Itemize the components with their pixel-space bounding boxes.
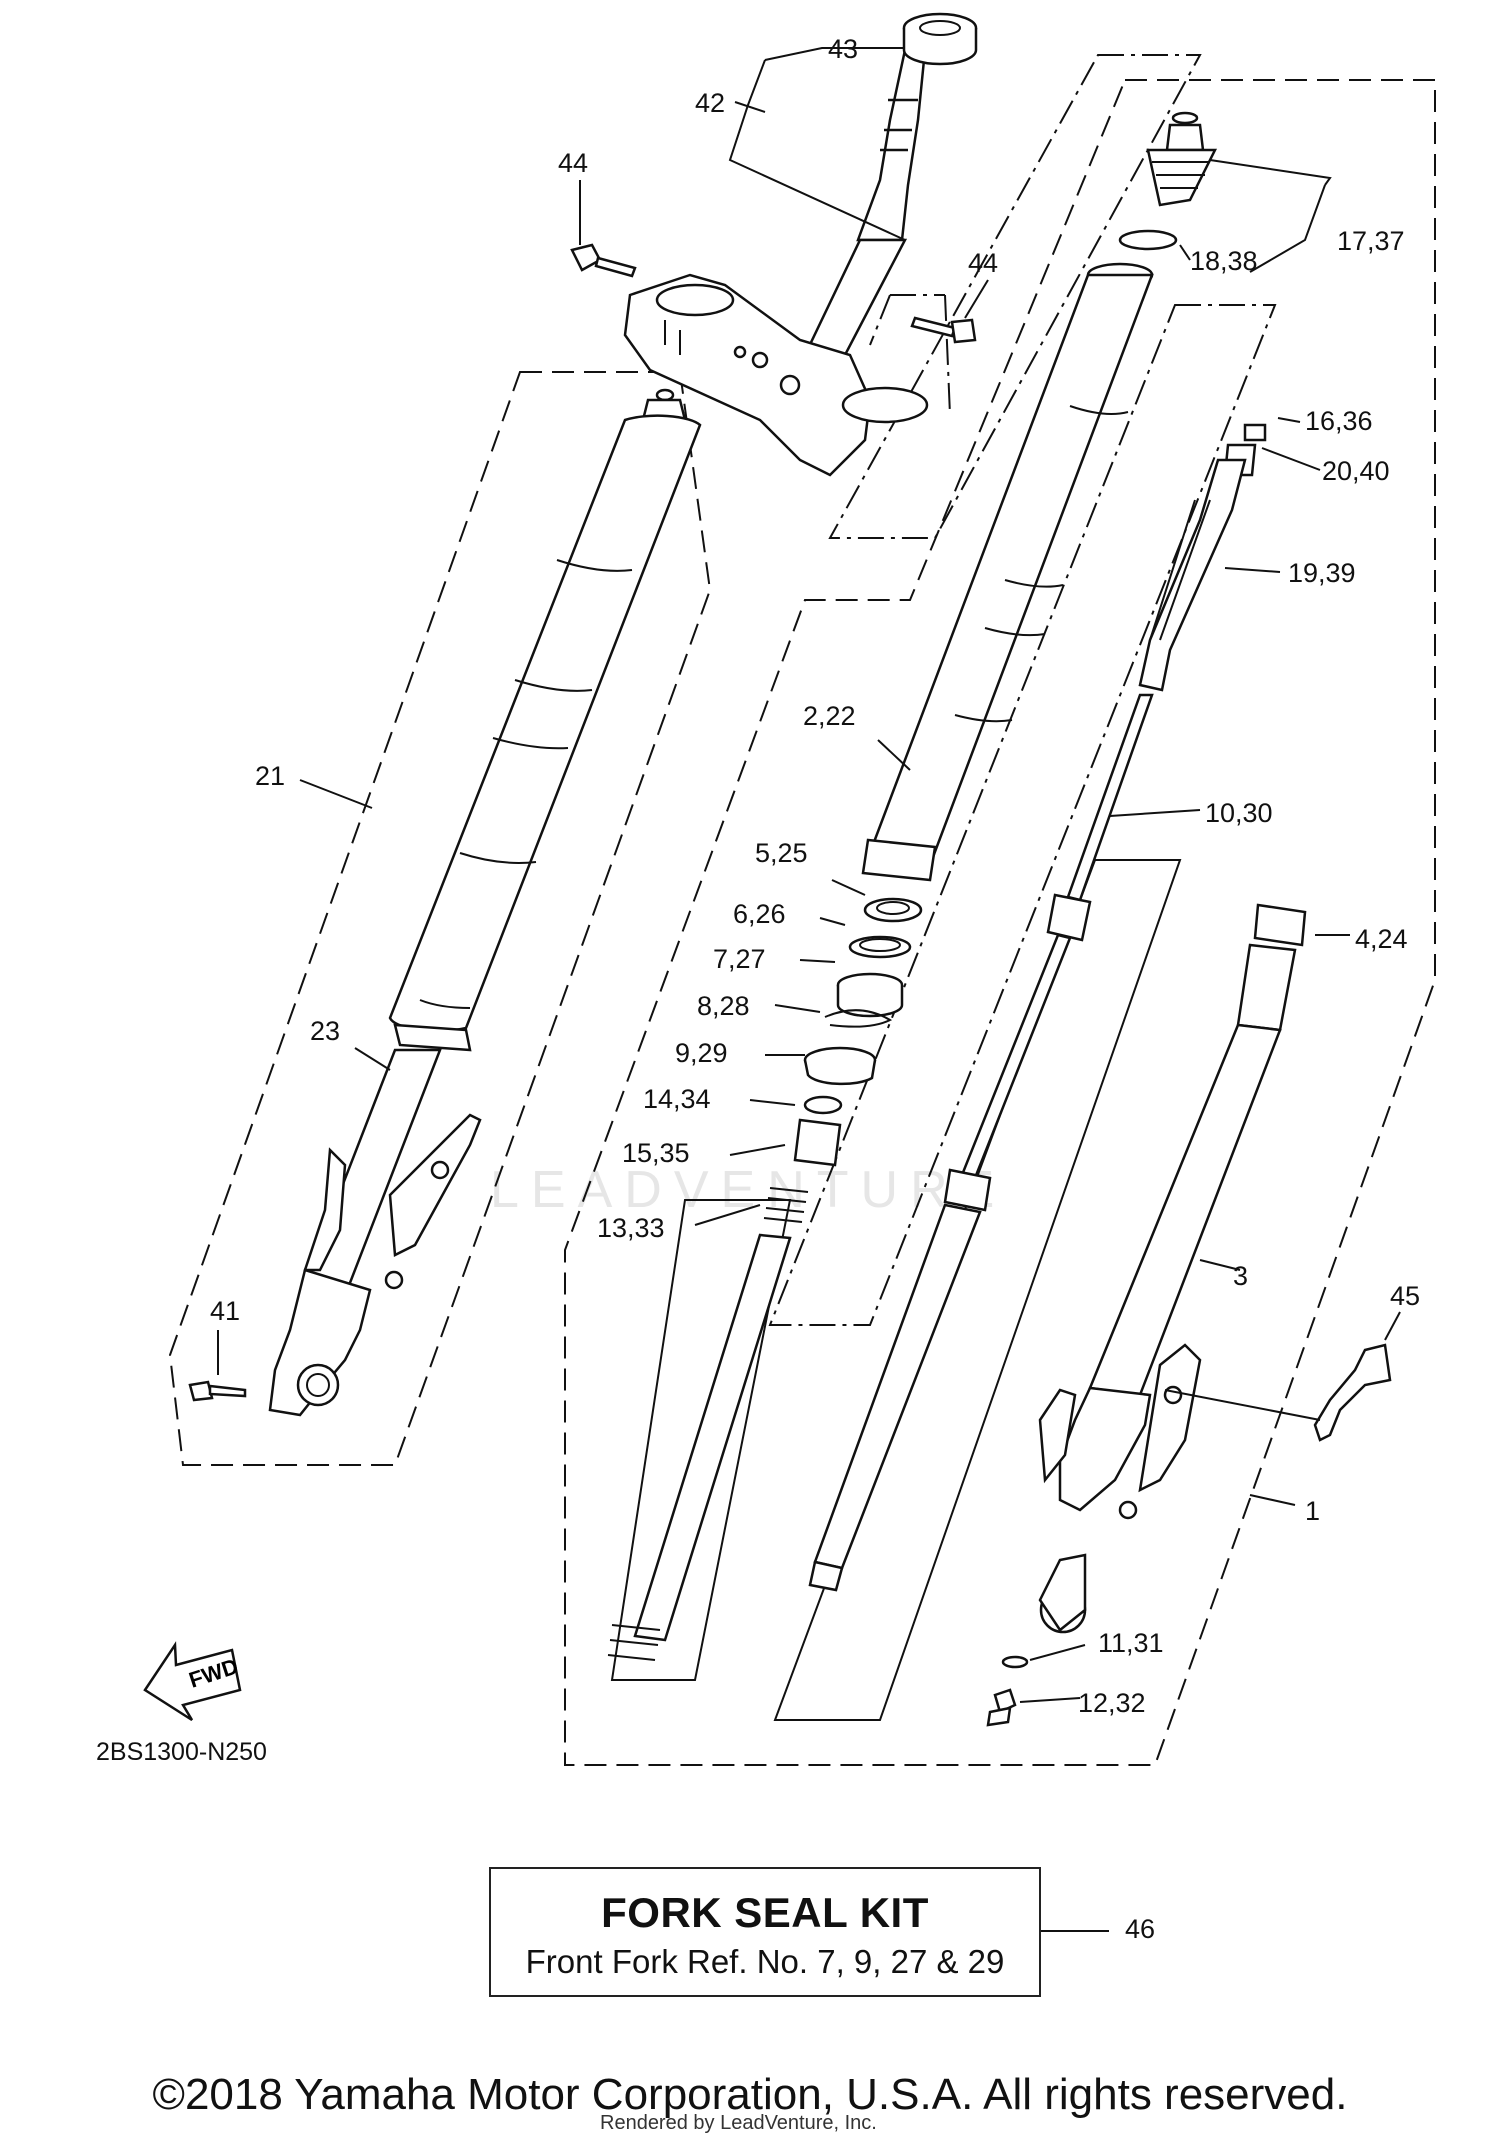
watermark-text: LEADVENTURE [490,1161,1007,1219]
diagram-code: 2BS1300-N250 [96,1738,267,1766]
steering-stem-bracket [828,54,1202,539]
bolt-44-right [910,316,977,344]
steering-stem [803,48,927,357]
callout-45: 45 [1390,1281,1420,1311]
fwd-arrow-icon: FWD [143,1641,242,1722]
callout-12-32: 12,32 [1078,1688,1146,1718]
stopper-ring [824,1009,893,1028]
callout-20-40: 20,40 [1322,456,1390,486]
callout-9-29: 9,29 [675,1038,728,1068]
callout-1: 1 [1305,1496,1320,1526]
callout-18-38: 18,38 [1190,246,1258,276]
callout-6-26: 6,26 [733,899,786,929]
washer [803,1095,843,1115]
outer-tube [861,262,1154,882]
rendered-by-credit: Rendered by LeadVenture, Inc. [600,2112,877,2134]
locknut [1243,423,1267,442]
inner-tube [1038,903,1307,1634]
kit-title: FORK SEAL KIT [601,1889,929,1936]
bolt-41 [188,1380,247,1402]
callout-7-27: 7,27 [713,944,766,974]
callout-4-24: 4,24 [1355,924,1408,954]
copyright-notice: ©2018 Yamaha Motor Corporation, U.S.A. A… [152,2070,1348,2119]
callout-3: 3 [1233,1261,1248,1291]
damper-rod-group-outline [768,304,1277,1326]
fork-seal-kit-box: FORK SEAL KIT Front Fork Ref. No. 7, 9, … [489,1867,1041,1997]
oil-seal [836,972,904,1018]
callout-14-34: 14,34 [643,1084,711,1114]
callout-15-35: 15,35 [622,1138,690,1168]
under-bracket [623,273,929,477]
callout-21: 21 [255,761,285,791]
callout-13-33: 13,33 [597,1213,665,1243]
fork-cap-o-ring [1118,229,1178,251]
callout-42: 42 [695,88,725,118]
spring-group-outline [610,1199,792,1681]
rebound-spring [763,1187,809,1223]
oil-seal-washer [863,897,923,923]
steering-bearing [902,12,978,66]
callout-19-39: 19,39 [1288,558,1356,588]
spring-spacer [1138,458,1247,692]
fork-spring [607,1233,792,1661]
damper-rod [808,693,1154,1592]
slide-metal-ring [848,935,912,959]
callout-44-right: 44 [968,248,998,278]
callout-8-28: 8,28 [697,991,750,1021]
oil-lock-piece [793,1118,842,1167]
callout-23: 23 [310,1016,340,1046]
dust-seal [803,1046,877,1086]
callout-46: 46 [1125,1914,1156,1944]
left-fork-assembly [268,388,702,1417]
fork-cap-bolt [1146,111,1218,207]
hose-bracket [1313,1343,1392,1442]
callout-10-30: 10,30 [1205,798,1273,828]
right-fork-group-outline [564,79,1436,1766]
kit-leader-line [1041,1930,1109,1932]
callout-43: 43 [828,34,858,64]
callout-11-31: 11,31 [1098,1628,1164,1658]
callout-41: 41 [210,1296,240,1326]
bolt-44-bracket [869,294,951,416]
callout-5-25: 5,25 [755,838,808,868]
callout-2-22: 2,22 [803,701,856,731]
callout-44-left: 44 [558,148,588,178]
callout-16-36: 16,36 [1305,406,1373,436]
callout-17-37: 17,37 [1337,226,1405,256]
drain-bolt [986,1688,1017,1727]
bolt-44-left [570,243,637,278]
drain-washer [1001,1655,1029,1669]
leader-lines [217,47,1401,1703]
callout-numbers: 43 42 44 44 17,37 18,38 16,36 20,40 19,3… [210,34,1420,1718]
kit-subtitle: Front Fork Ref. No. 7, 9, 27 & 29 [525,1943,1005,1980]
